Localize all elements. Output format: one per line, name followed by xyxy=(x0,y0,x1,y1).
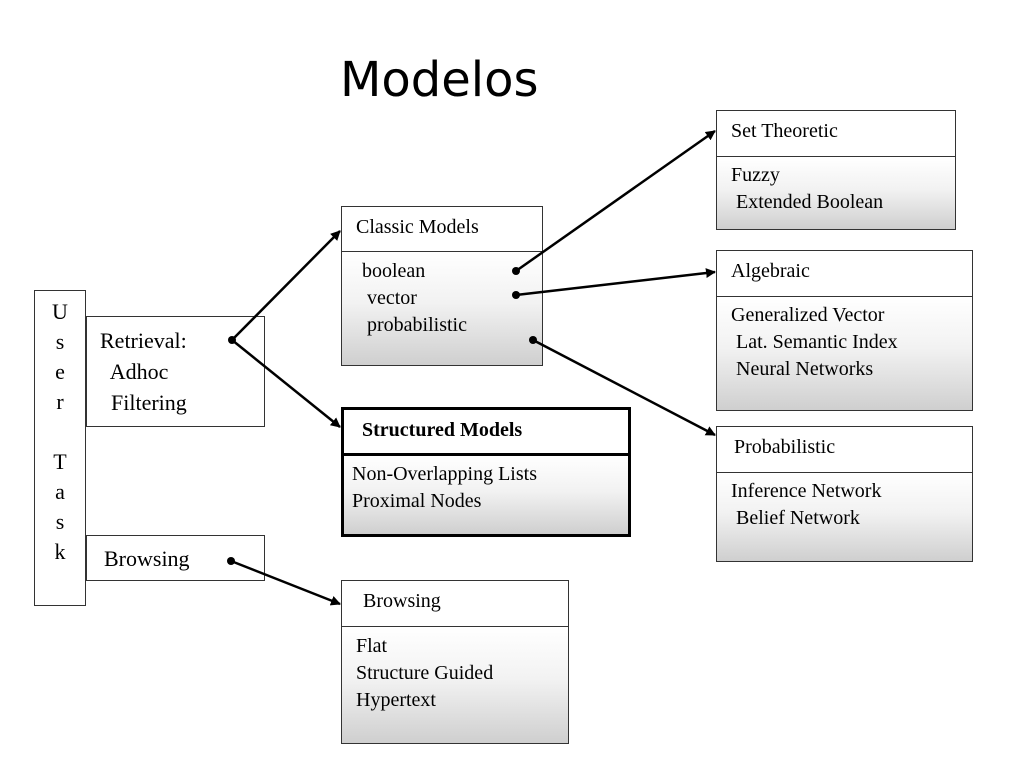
classic-model-item: boolean xyxy=(362,260,426,282)
browsing-task-box: Browsing xyxy=(86,535,265,581)
browsing-models-header: Browsing xyxy=(342,581,568,627)
arrow-retrieval-to-classic xyxy=(231,230,341,341)
user-task-letter: k xyxy=(54,539,66,564)
probabilistic-item: Inference Network xyxy=(731,480,882,502)
user-task-letter: s xyxy=(55,329,65,354)
browsing-model-item: Structure Guided xyxy=(356,662,494,684)
retrieval-box: Retrieval: Adhoc Filtering xyxy=(86,316,265,427)
probabilistic-item: Belief Network xyxy=(731,507,860,529)
algebraic-item: Generalized Vector xyxy=(731,304,885,326)
structured-models-box: Structured Models Non-Overlapping Lists … xyxy=(341,407,631,537)
connector-dot xyxy=(512,291,520,299)
classic-model-item: vector xyxy=(362,287,417,309)
structured-model-item: Proximal Nodes xyxy=(352,490,482,512)
user-task-letter: r xyxy=(56,389,64,414)
probabilistic-header: Probabilistic xyxy=(717,427,972,473)
probabilistic-box: Probabilistic Inference Network Belief N… xyxy=(716,426,973,562)
set-theoretic-item: Fuzzy xyxy=(731,164,780,186)
connector-dot xyxy=(512,267,520,275)
algebraic-header: Algebraic xyxy=(717,251,972,297)
retrieval-line: Filtering xyxy=(100,390,187,415)
connector-dot xyxy=(529,336,537,344)
browsing-model-item: Flat xyxy=(356,635,388,657)
classic-model-item: probabilistic xyxy=(362,314,467,336)
connector-dot xyxy=(228,336,236,344)
set-theoretic-list: Fuzzy Extended Boolean xyxy=(717,157,955,229)
probabilistic-list: Inference Network Belief Network xyxy=(717,473,972,561)
classic-models-box: Classic Models boolean vector probabilis… xyxy=(341,206,543,366)
user-task-letter: T xyxy=(53,449,67,474)
structured-model-item: Non-Overlapping Lists xyxy=(352,463,537,485)
browsing-task-label: Browsing xyxy=(104,546,190,571)
retrieval-line: Adhoc xyxy=(100,359,169,384)
arrow-retrieval-to-structured xyxy=(231,339,341,428)
algebraic-item: Neural Networks xyxy=(731,358,874,380)
user-task-letter: a xyxy=(55,479,65,504)
set-theoretic-box: Set Theoretic Fuzzy Extended Boolean xyxy=(716,110,956,230)
browsing-model-item: Hypertext xyxy=(356,689,436,711)
arrow-browsing-to-browsing-models xyxy=(230,559,341,606)
user-task-box: U s e r T a s k xyxy=(34,290,86,606)
structured-models-header: Structured Models xyxy=(344,410,628,456)
algebraic-item: Lat. Semantic Index xyxy=(731,331,898,353)
structured-models-list: Non-Overlapping Lists Proximal Nodes xyxy=(344,456,628,534)
algebraic-list: Generalized Vector Lat. Semantic Index N… xyxy=(717,297,972,410)
classic-models-list: boolean vector probabilistic xyxy=(342,252,542,365)
user-task-letter: U xyxy=(52,299,68,324)
user-task-letter: s xyxy=(55,509,65,534)
set-theoretic-header: Set Theoretic xyxy=(717,111,955,157)
arrow-boolean-to-set-theoretic xyxy=(515,129,716,273)
arrow-probabilistic-to-probabilistic xyxy=(532,338,716,437)
classic-models-header: Classic Models xyxy=(342,207,542,252)
browsing-models-list: Flat Structure Guided Hypertext xyxy=(342,627,568,743)
browsing-models-box: Browsing Flat Structure Guided Hypertext xyxy=(341,580,569,744)
arrow-vector-to-algebraic xyxy=(515,268,716,297)
retrieval-line: Retrieval: xyxy=(100,328,187,353)
set-theoretic-item: Extended Boolean xyxy=(731,191,884,213)
connector-dot xyxy=(227,557,235,565)
algebraic-box: Algebraic Generalized Vector Lat. Semant… xyxy=(716,250,973,411)
page-title: Modelos xyxy=(340,52,539,108)
user-task-letter: e xyxy=(55,359,65,384)
